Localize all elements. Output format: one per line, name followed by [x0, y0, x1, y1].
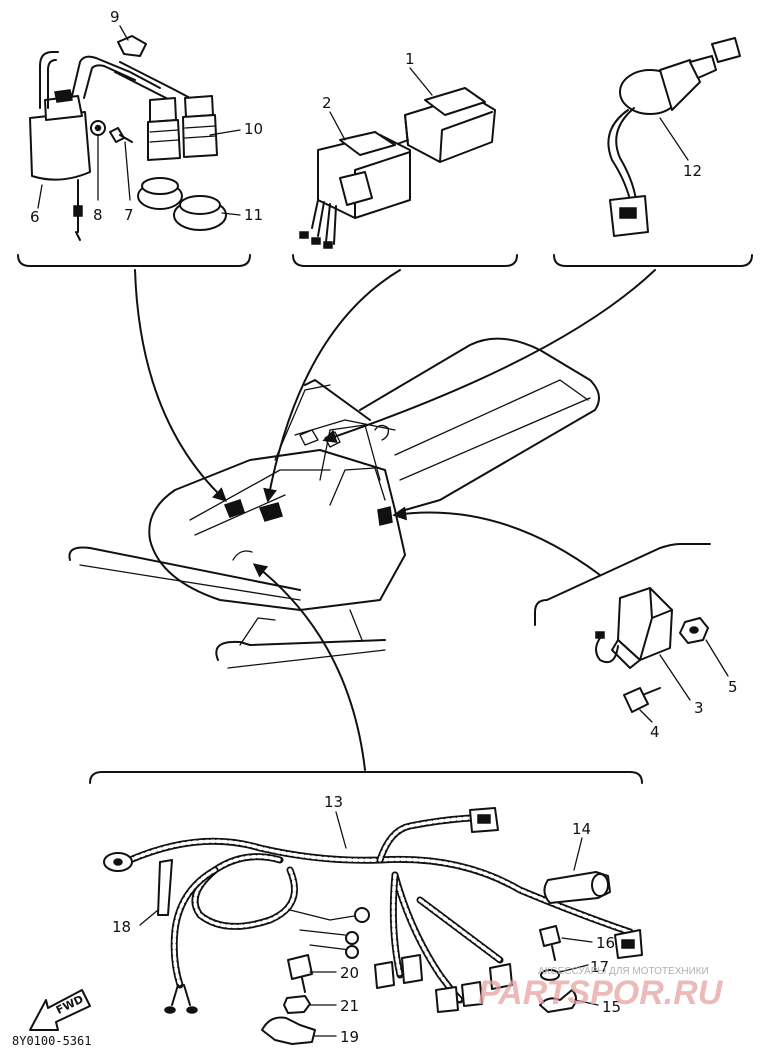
label-17: 17: [590, 958, 609, 976]
lead-clamp: [117, 35, 147, 57]
main-switch-group: [607, 37, 741, 237]
cdi-group: [299, 67, 496, 249]
regulator-bolt: [623, 687, 649, 713]
ignition-coil-group: [29, 25, 241, 241]
washer-17: [540, 969, 560, 981]
label-20: 20: [340, 964, 359, 982]
label-3: 3: [694, 699, 704, 717]
cdi-location: [259, 502, 283, 522]
label-5: 5: [728, 678, 738, 696]
bolt-20: [287, 954, 313, 980]
label-8: 8: [93, 206, 103, 224]
nut-21: [283, 995, 311, 1014]
label-9: 9: [110, 8, 120, 26]
snowmobile-outline: [68, 337, 600, 669]
label-18: 18: [112, 918, 131, 936]
diagram-code: 8Y0100-5361: [12, 1034, 91, 1048]
panel-frames: [17, 254, 753, 784]
plug-cap-left: [147, 97, 181, 161]
bolt-16: [539, 925, 561, 947]
label-1: 1: [405, 50, 415, 68]
clamp-19: [261, 1016, 316, 1045]
fwd-arrow-icon: FWD: [29, 989, 91, 1031]
key: [689, 55, 717, 79]
coil-location: [223, 499, 245, 518]
label-12: 12: [683, 162, 702, 180]
small-hardware: [139, 811, 611, 1045]
label-19: 19: [340, 1028, 359, 1046]
label-6: 6: [30, 208, 40, 226]
label-10: 10: [244, 120, 263, 138]
harness-band: [157, 859, 173, 916]
watermark-brand: PARTSPOR.RU: [478, 974, 724, 1012]
label-7: 7: [124, 206, 134, 224]
clamp-15: [539, 989, 577, 1013]
label-4: 4: [650, 723, 660, 741]
ignition-coil: [29, 51, 91, 241]
label-11: 11: [244, 206, 263, 224]
label-15: 15: [602, 998, 621, 1016]
rectifier-location: [377, 506, 393, 526]
part-labels: 1 2 3 4 5 6 7 8 9 10 11 12 13 14 15 16 1…: [30, 8, 738, 1046]
label-14: 14: [572, 820, 591, 838]
label-21: 21: [340, 997, 359, 1015]
watermark-caption: АКСЕССУАРЫ ДЛЯ МОТОТЕХНИКИ: [538, 966, 709, 977]
plug-cap-right: [182, 95, 218, 158]
location-leaders: [134, 269, 656, 771]
ignition-unit: [299, 111, 411, 249]
label-13: 13: [324, 793, 343, 811]
regulator-group: [595, 587, 729, 723]
cdi-unit: [391, 67, 496, 163]
label-2: 2: [322, 94, 332, 112]
label-16: 16: [596, 934, 615, 952]
